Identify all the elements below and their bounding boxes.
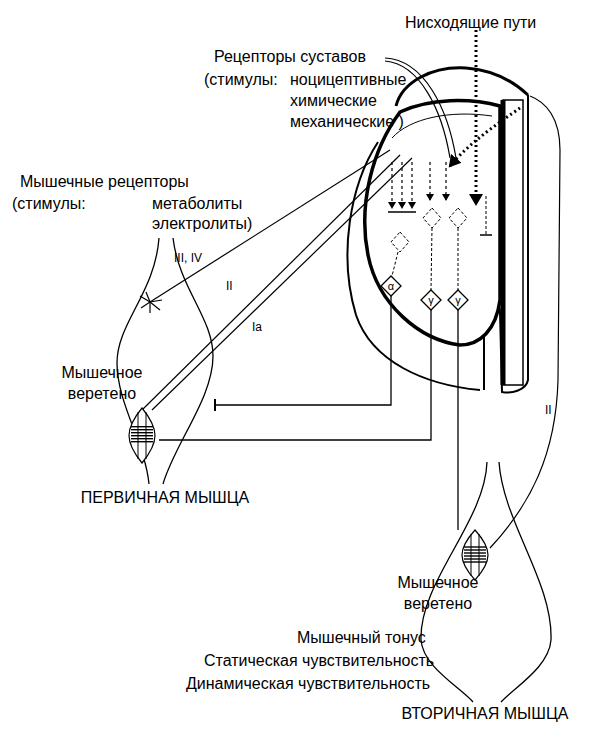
neuron-symbol: γ [421, 290, 441, 310]
synapse-bar [480, 234, 492, 236]
afferent-fiber [152, 158, 412, 410]
text-label: III, IV [174, 251, 202, 265]
receptor-branch [141, 302, 150, 308]
muscle-caption: ПЕРВИЧНАЯ МЫШЦА [81, 488, 250, 507]
receptor-branch [146, 292, 150, 302]
text-label: ноцицептивные [290, 70, 406, 89]
alpha-motoneuron: α [381, 276, 401, 296]
text-label: (стимулы: [204, 70, 278, 89]
text-label: II [226, 279, 233, 293]
dashed-link [431, 228, 432, 290]
text-label: электролиты) [152, 214, 252, 233]
spindle-coil [131, 438, 153, 439]
spindle-coil [131, 435, 153, 436]
primary-muscle: ПЕРВИЧНАЯ МЫШЦАМышечное веретено [115, 238, 215, 484]
spindle-label: Мышечное веретено [60, 362, 144, 404]
dorsal-horn-line [392, 114, 492, 138]
dashed-link [392, 252, 398, 276]
dashed-arrows [392, 162, 446, 208]
text-label: механические ) [290, 112, 404, 131]
receptor-ending [140, 292, 162, 313]
connector-line [457, 310, 458, 530]
connector-line [215, 296, 391, 405]
midline-band [503, 100, 523, 385]
neuron-symbol: γ [448, 290, 468, 310]
text-label: Нисходящие пути [405, 13, 536, 32]
text-label: Мышечный тонус [297, 628, 426, 647]
connector-line [159, 310, 431, 440]
cord-outline [484, 95, 528, 393]
spindle-capsule [462, 530, 488, 580]
spindle-capsule [129, 408, 155, 463]
spindle-coil [464, 555, 486, 556]
synapse-bar [388, 211, 416, 213]
muscle-caption: ВТОРИЧНАЯ МЫШЦА [402, 704, 569, 723]
dashed-arrow [411, 162, 412, 208]
muscle-outline [117, 238, 213, 484]
afferent-fiber [142, 155, 400, 410]
spindle-coil [464, 549, 486, 550]
text-label: химические [290, 91, 377, 110]
text-label: Динамическая чувствительность [186, 674, 430, 693]
spindle-label: Мышечное веретено [396, 572, 480, 614]
interneurons [391, 196, 486, 290]
node-outline [125, 408, 159, 463]
cord-outline [347, 142, 480, 390]
interneuron [391, 232, 409, 252]
text-label: метаболиты [152, 194, 242, 213]
node-outline [458, 530, 492, 580]
inhibition-bar [214, 399, 216, 411]
intrafusal-fiber [479, 534, 480, 576]
spindle-coil [464, 561, 486, 562]
spindle-coil [464, 552, 486, 553]
cord-outline [396, 68, 528, 106]
dashed-arrow [445, 162, 446, 200]
spindle-coil [464, 558, 486, 559]
dashed-arrow [429, 162, 430, 200]
spindle-coil [464, 546, 486, 547]
text-label: Ia [252, 320, 262, 334]
text-label: (стимулы: [12, 194, 86, 213]
afferent-fiber [150, 150, 390, 302]
text-label: Статическая чувствительность [204, 651, 434, 670]
dashed-link [458, 228, 459, 290]
afferent-fiber [490, 96, 560, 548]
spindle-coil [131, 441, 153, 442]
spindle-coil [131, 432, 153, 433]
dashed-link [486, 196, 487, 234]
diamond-outline [421, 290, 441, 310]
neuron-symbol: α [381, 276, 401, 296]
diamond-outline [448, 290, 468, 310]
connector [215, 296, 391, 411]
receptor-branch [149, 302, 150, 313]
spindle-coil [131, 429, 153, 430]
interneuron [449, 208, 467, 228]
interneuron [423, 208, 441, 228]
descending-path [475, 30, 478, 204]
descending-path [450, 108, 520, 166]
dashed-arrow [401, 162, 402, 208]
muscle-spindle: Мышечное веретено [458, 530, 492, 580]
gamma-motoneuron: γ [448, 290, 468, 310]
gray-matter [365, 101, 500, 345]
node-outline [115, 238, 215, 484]
gamma-motoneuron: γ [421, 290, 441, 310]
text-label: Рецепторы суставов [214, 47, 366, 66]
intrafusal-fiber [471, 534, 472, 576]
connector [159, 310, 431, 440]
text-label: Мышечные рецепторы [20, 172, 189, 191]
dashed-arrow [391, 162, 392, 208]
secondary-muscle: ВТОРИЧНАЯ МЫШЦАМышечное веретено [415, 462, 555, 702]
connector [458, 310, 459, 530]
diamond-outline [381, 276, 401, 296]
receptor-branch [150, 302, 160, 310]
midline-band [501, 100, 506, 385]
text-label: II [545, 403, 552, 417]
receptor-branch [150, 300, 162, 302]
muscle-spindle: Мышечное веретено [125, 408, 159, 463]
spindle-coil [131, 426, 153, 427]
